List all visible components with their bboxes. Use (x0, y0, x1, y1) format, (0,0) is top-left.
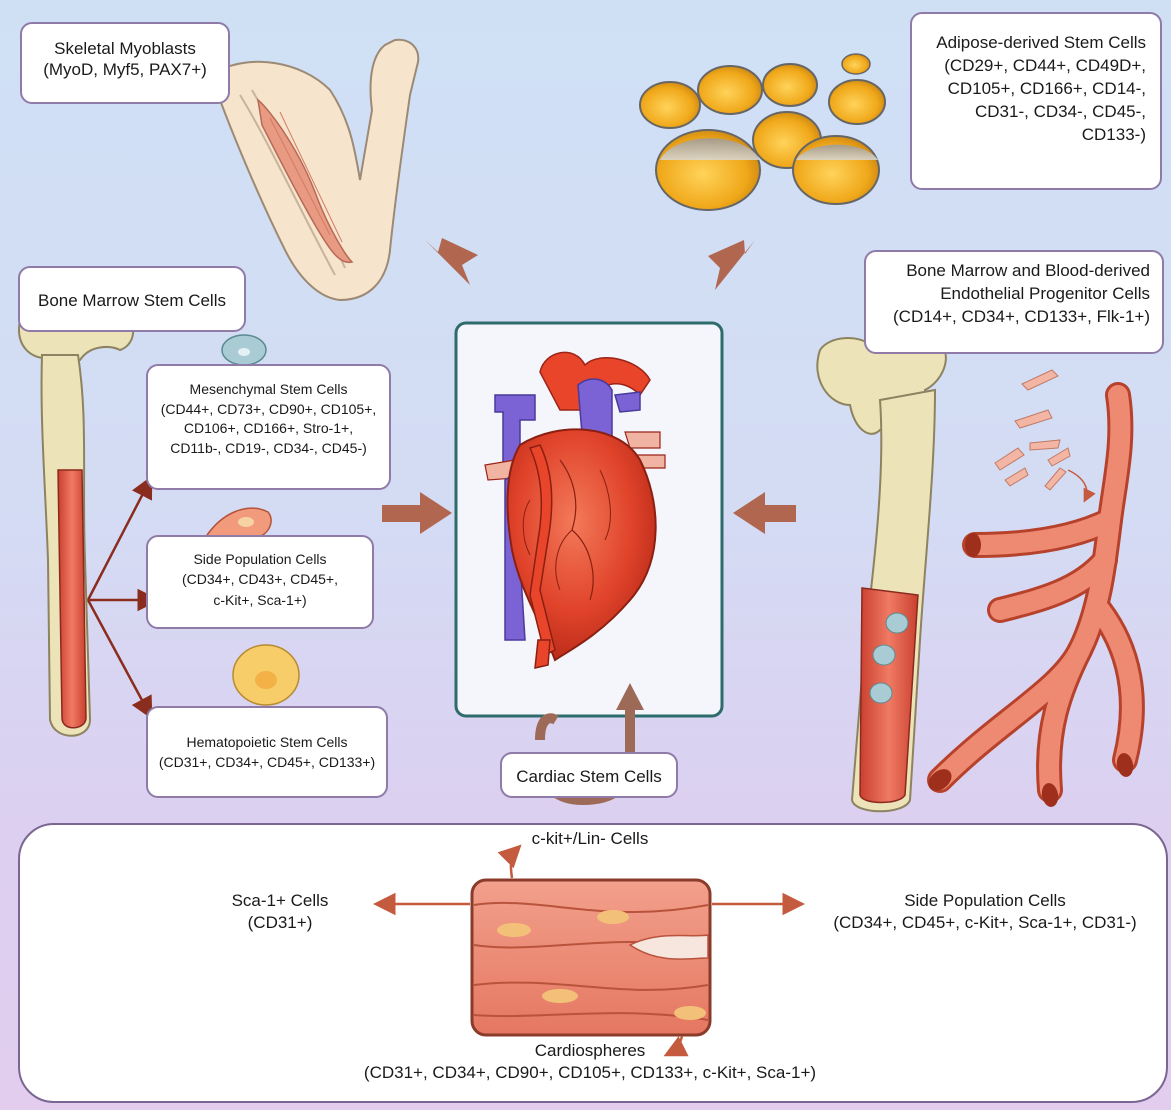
side-population-bottom-markers: (CD34+, CD45+, c-Kit+, Sca-1+, CD31-) (810, 912, 1160, 934)
sca1-markers: (CD31+) (200, 912, 360, 934)
sca1-title: Sca-1+ Cells (200, 890, 360, 912)
ckit-text: c-kit+/Lin- Cells (515, 828, 665, 850)
side-population-bottom-title: Side Population Cells (810, 890, 1160, 912)
cardiospheres-markers: (CD31+, CD34+, CD90+, CD105+, CD133+, c-… (300, 1062, 880, 1084)
side-population-cells-bottom-label: Side Population Cells (CD34+, CD45+, c-K… (810, 890, 1160, 934)
cardiospheres-title: Cardiospheres (300, 1040, 880, 1062)
cardiospheres-label: Cardiospheres (CD31+, CD34+, CD90+, CD10… (300, 1040, 880, 1084)
sca1-cells-label: Sca-1+ Cells (CD31+) (200, 890, 360, 934)
ckit-lin-cells-label: c-kit+/Lin- Cells (515, 828, 665, 850)
arrow-to-ckit (511, 848, 518, 878)
cardiac-tissue-block (472, 880, 710, 1035)
